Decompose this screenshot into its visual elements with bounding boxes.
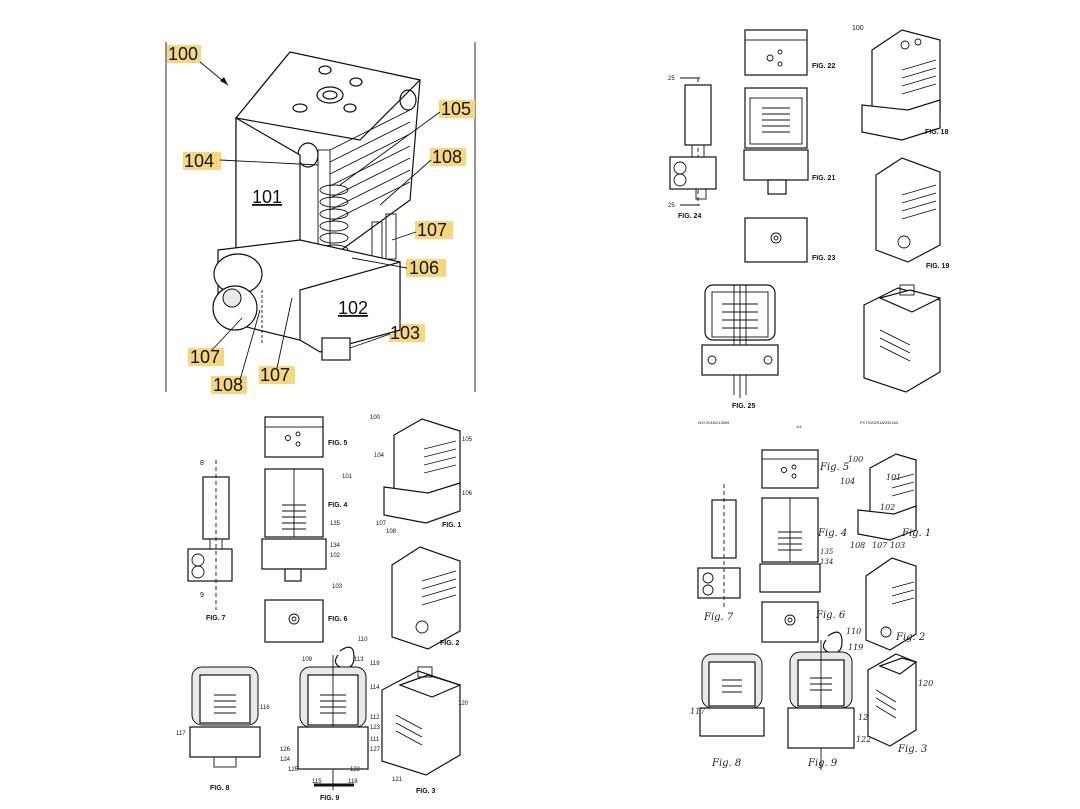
label-103: 103	[390, 323, 420, 343]
fig-2-label: FIG. 2	[440, 640, 460, 647]
fig-24-label: FIG. 24	[678, 213, 701, 220]
label-101-c: 101	[342, 474, 353, 480]
label-8: 8	[200, 460, 204, 467]
hand-annotated-drawing: Fig. 5 Fig. 4 Fig. 6 Fig. 7 Fig. 1 100 1…	[690, 449, 933, 770]
fig-6-label: FIG. 6	[328, 616, 348, 623]
label-107-hand: 107	[872, 541, 888, 550]
label-108-c: 108	[386, 529, 397, 535]
label-100-sheet: 100	[852, 25, 864, 32]
label-115-c: 115	[312, 779, 322, 785]
fig-25-label: FIG. 25	[732, 403, 755, 410]
label-118-c: 118	[348, 779, 358, 785]
label-105-c: 105	[462, 437, 473, 443]
label-127-c: 127	[370, 747, 381, 753]
label-134-c: 134	[330, 543, 341, 549]
label-103-hand: 103	[890, 541, 905, 550]
panel-hand-annotated-figs: Fig. 5 Fig. 4 Fig. 6 Fig. 7 Fig. 1 100 1…	[690, 440, 990, 809]
label-119-c: 119	[370, 661, 380, 667]
label-123-c: 123	[370, 725, 381, 731]
fig-23-label: FIG. 23	[812, 255, 835, 262]
label-106: 106	[409, 258, 439, 278]
label-107-c: 107	[376, 521, 387, 527]
label-114-c: 114	[370, 685, 380, 691]
fig-5-label: FIG. 5	[328, 440, 348, 447]
label-125-c: 125	[288, 767, 299, 773]
footer-page-number: 1/4	[796, 424, 802, 429]
label-102-c: 102	[330, 553, 341, 559]
label-134-hand: 134	[820, 558, 833, 566]
label-135-hand: 135	[820, 548, 834, 556]
fig-8-label: FIG. 8	[210, 785, 230, 792]
fig-6-hand: Fig. 6	[815, 610, 846, 621]
label-25-bottom: 25	[668, 203, 675, 209]
label-104: 104	[184, 151, 214, 171]
label-110-c: 110	[358, 637, 368, 643]
label-102: 102	[338, 298, 368, 318]
label-107-right: 107	[417, 220, 447, 240]
label-102-hand: 102	[880, 503, 895, 512]
label-135-c: 135	[330, 521, 341, 527]
label-25-top: 25	[668, 76, 675, 82]
label-101-hand: 101	[886, 473, 901, 482]
label-109-c: 109	[302, 657, 313, 663]
fig-8-hand: Fig. 8	[711, 758, 741, 769]
fig-1-label: FIG. 1	[442, 522, 462, 529]
patent-sheet-drawing: FIG. 22 FIG. 21 FIG. 23 25 25 FIG. 24	[668, 25, 949, 429]
label-9: 9	[200, 592, 204, 599]
label-108-hand: 108	[850, 541, 865, 550]
label-117-hand: 117	[690, 707, 706, 716]
label-121-hand: 121	[858, 713, 873, 722]
label-112-c: 112	[370, 715, 380, 721]
label-103-c: 103	[332, 584, 343, 590]
fig-9-label: FIG. 9	[320, 795, 340, 802]
footer-app-number: PCT/US2018/032164	[860, 420, 899, 425]
label-104-hand: 104	[840, 477, 855, 486]
label-100-hand: 100	[848, 455, 863, 464]
panel-patent-sheet-figs-18-25: FIG. 22 FIG. 21 FIG. 23 25 25 FIG. 24	[640, 0, 980, 430]
fig-21-label: FIG. 21	[812, 175, 835, 182]
fig-4-label: FIG. 4	[328, 502, 348, 509]
label-126-c: 126	[280, 747, 291, 753]
label-111-c: 111	[370, 737, 380, 743]
label-107-bottom: 107	[260, 365, 290, 385]
fig-7-hand: Fig. 7	[703, 612, 734, 623]
fig-18-label: FIG. 18	[925, 129, 948, 136]
label-122-hand: 122	[856, 735, 871, 744]
fig-1-hand: Fig. 1	[901, 528, 931, 539]
label-104-c: 104	[374, 453, 385, 459]
label-120-c: 120	[458, 701, 469, 707]
label-101: 101	[252, 187, 282, 207]
label-100-c: 100	[370, 415, 381, 421]
fig-7-label: FIG. 7	[206, 615, 226, 622]
fig-2-hand: Fig. 2	[895, 632, 925, 643]
label-108-top: 108	[432, 147, 462, 167]
fig-9-hand: Fig. 9	[807, 758, 838, 769]
label-116-c: 116	[260, 705, 270, 711]
labeled-figs-drawing: FIG. 5 FIG. 4 FIG. 6 8 9 FIG. 7 FIG. 1 F…	[176, 415, 473, 802]
fig-5-hand: Fig. 5	[819, 462, 849, 473]
fig-22-label: FIG. 22	[812, 63, 835, 70]
label-106-c: 106	[462, 491, 473, 497]
label-117-c: 117	[176, 731, 186, 737]
label-121-c: 121	[392, 777, 403, 783]
fig-3-label: FIG. 3	[416, 788, 436, 795]
label-122-c: 122	[350, 767, 361, 773]
label-105: 105	[441, 99, 471, 119]
panel-labeled-figs-1-9: FIG. 5 FIG. 4 FIG. 6 8 9 FIG. 7 FIG. 1 F…	[170, 405, 490, 809]
footer-pub-number: WO 2018/213559	[698, 420, 730, 425]
label-110-hand: 110	[846, 627, 861, 636]
label-113-c: 113	[354, 657, 364, 663]
label-107-left: 107	[190, 347, 220, 367]
isometric-drawing: 100 104 101 105 108 107 106 102 103 107 …	[165, 42, 476, 395]
label-100: 100	[168, 44, 198, 64]
label-124-c: 124	[280, 757, 291, 763]
label-119-hand: 119	[848, 643, 863, 652]
panel-large-isometric: 100 104 101 105 108 107 106 102 103 107 …	[0, 0, 480, 400]
label-108-bottom: 108	[213, 375, 243, 395]
fig-3-hand: Fig. 3	[897, 744, 927, 755]
fig-4-hand: Fig. 4	[817, 528, 847, 539]
label-120-hand: 120	[918, 679, 933, 688]
fig-19-label: FIG. 19	[926, 263, 949, 270]
